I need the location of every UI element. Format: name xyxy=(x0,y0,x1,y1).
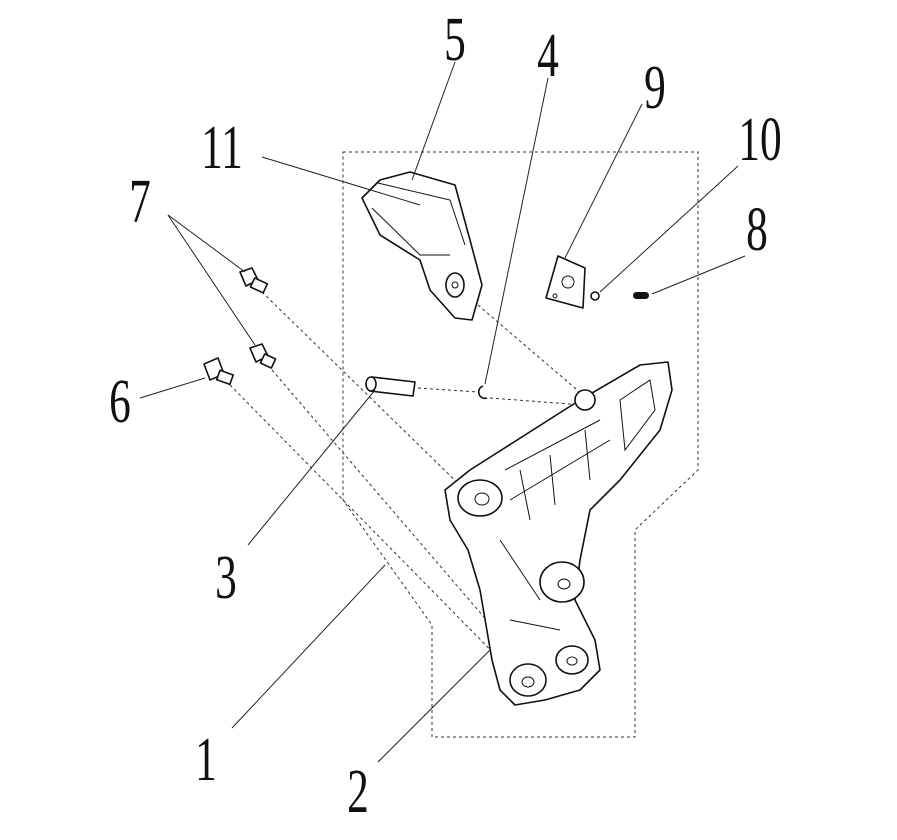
callout-4: 4 xyxy=(537,20,559,90)
callout-9: 9 xyxy=(644,52,666,122)
shaft-part xyxy=(365,376,416,397)
callout-7: 7 xyxy=(129,166,151,236)
pedal-pad-part xyxy=(361,171,483,321)
assembly-paths xyxy=(229,291,584,681)
main-bracket-part xyxy=(444,361,673,706)
ball-part xyxy=(590,291,600,301)
callout-11: 11 xyxy=(201,112,243,182)
callout-labels: 5 4 9 11 10 7 8 6 3 1 2 xyxy=(109,4,782,826)
pin-part xyxy=(633,292,649,299)
callout-1: 1 xyxy=(195,724,217,794)
leader-lines xyxy=(139,61,746,763)
callout-6: 6 xyxy=(109,366,131,436)
bolt-parts xyxy=(203,267,277,386)
callout-5: 5 xyxy=(444,4,466,74)
callout-2: 2 xyxy=(347,756,369,826)
clip-part xyxy=(477,385,488,400)
callout-3: 3 xyxy=(215,542,237,612)
callout-8: 8 xyxy=(746,194,768,264)
plate-part xyxy=(545,255,586,309)
callout-10: 10 xyxy=(738,104,781,174)
assembly-boundary xyxy=(342,151,699,738)
